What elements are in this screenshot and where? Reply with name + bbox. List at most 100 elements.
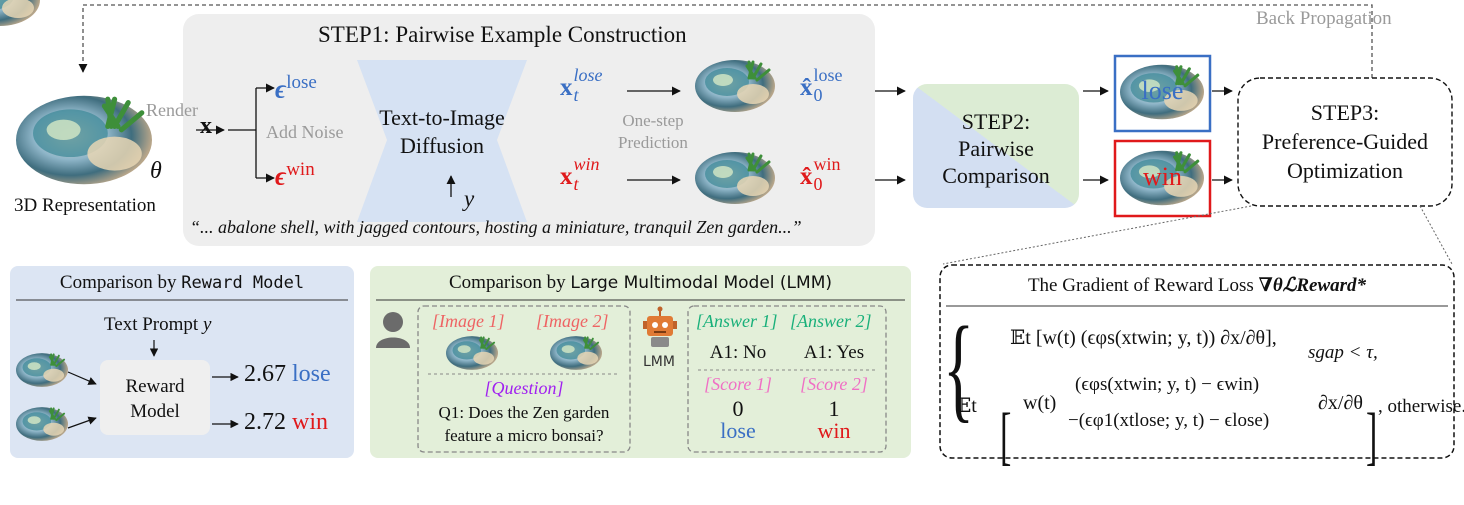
lmm-score2-value: 1	[828, 396, 840, 421]
theta-symbol: θ	[150, 158, 162, 184]
lmm-title-prefix: Comparison by	[449, 272, 566, 293]
step2-line1: STEP2:	[961, 109, 1031, 134]
lmm-answer1-tag: [Answer 1]	[696, 311, 778, 331]
lmm-image2-tag: [Image 2]	[536, 311, 609, 331]
back-propagation-label: Back Propagation	[1256, 8, 1392, 29]
x0-lose-sup: lose	[813, 65, 843, 85]
diffusion-label: Text-to-Image Diffusion	[367, 104, 517, 160]
reward-title-prefix: Comparison by	[59, 272, 177, 293]
win-tag: win	[1143, 162, 1182, 191]
representation-label: 3D Representation	[14, 195, 156, 216]
lmm-panel-title: Comparison by Large Multimodal Model (LM…	[370, 272, 911, 294]
reward-lose-value: 2.67	[244, 361, 286, 387]
lmm-question-line1: Q1: Does the Zen garden	[438, 403, 610, 422]
win-image-frame	[1113, 139, 1212, 218]
row1-condition: sgap < τ,	[1308, 342, 1378, 363]
gradient-panel-bg	[939, 264, 1455, 459]
step2-box	[913, 84, 1079, 208]
x0-lose: x̂ lose 0	[800, 65, 857, 105]
row2-derivative: ∂x/∂θ	[1318, 392, 1363, 414]
eps-win-symbol: ϵ	[275, 161, 287, 191]
lmm-score2-label: win	[817, 418, 851, 443]
lmm-title-name: Large Multimodal Model (LMM)	[570, 273, 832, 293]
x0-lose-sub: 0	[813, 85, 823, 105]
one-step-line2: Prediction	[618, 133, 688, 152]
row2-weight: w(t)	[1023, 392, 1057, 414]
xt-win-sub: t	[573, 174, 579, 194]
step1-title: STEP1: Pairwise Example Construction	[318, 22, 687, 47]
shell-lmm-image2	[549, 335, 603, 371]
x0-win-symbol: x̂	[800, 163, 813, 190]
xt-lose-symbol: x	[560, 74, 573, 101]
xt-win-sup: win	[573, 154, 600, 174]
eps-lose-sup: lose	[286, 72, 317, 93]
gradient-panel-title: The Gradient of Reward Loss ∇θℒReward*	[940, 274, 1454, 297]
lose-tag: lose	[1141, 76, 1184, 105]
lmm-question-text: Q1: Does the Zen garden feature a micro …	[418, 401, 630, 447]
xt-lose: x lose t	[560, 65, 617, 105]
lmm-score1-value: 0	[732, 396, 744, 421]
lmm-panel-bg	[370, 266, 911, 458]
xt-lose-sup: lose	[573, 65, 603, 85]
lmm-score1-label: lose	[720, 418, 756, 443]
render-label: Render	[146, 100, 198, 120]
shell-lmm-image1	[445, 335, 499, 371]
shell-reward-lose	[15, 352, 69, 388]
step3-line3: Optimization	[1286, 158, 1404, 183]
y-symbol: y	[464, 186, 475, 211]
x0-lose-symbol: x̂	[800, 74, 813, 101]
reward-win-score: 2.72 win	[244, 409, 328, 436]
shell-3d-representation	[16, 96, 152, 184]
x0-win: x̂ win 0	[800, 154, 857, 194]
lmm-question-line2: feature a micro bonsai?	[444, 426, 604, 445]
lmm-answer2-tag: [Answer 2]	[790, 311, 872, 331]
diffusion-shape	[357, 60, 527, 222]
lmm-answer2: A1: Yes	[803, 342, 865, 363]
lmm-question-box	[417, 305, 631, 453]
row1-expectation: 𝔼t	[1010, 327, 1031, 349]
row1-body: [w(t) (ϵφs(xtwin; y, t)) ∂x/∂θ],	[1035, 327, 1277, 349]
step3-box	[1237, 77, 1453, 207]
reward-model-line2: Model	[130, 401, 180, 422]
reward-panel-title: Comparison by Reward Model	[10, 272, 354, 294]
row2-top-term: (ϵφs(xtwin; y, t) − ϵwin)	[1075, 374, 1260, 395]
xt-win-symbol: x	[560, 163, 573, 190]
lmm-image1-tag: [Image 1]	[432, 311, 505, 331]
reward-model-line1: Reward	[125, 376, 185, 397]
step2-line2: Pairwise	[958, 136, 1034, 161]
text-prompt: “... abalone shell, with jagged contours…	[190, 217, 802, 237]
shell-x0-win	[693, 150, 777, 206]
xt-lose-sub: t	[573, 85, 579, 105]
gradient-title-text: The Gradient of Reward Loss	[1027, 275, 1254, 296]
one-step-line1: One-step	[622, 111, 684, 130]
step3-line2: Preference-Guided	[1261, 129, 1429, 154]
gradient-row1: 𝔼t [w(t) (ϵφs(xtwin; y, t)) ∂x/∂θ],	[1010, 325, 1277, 350]
back-propagation-path	[78, 4, 1373, 78]
row2-right-bracket: ]	[1366, 402, 1378, 473]
x0-win-sub: 0	[813, 174, 823, 194]
x0-win-sup: win	[813, 154, 841, 174]
x-symbol: x	[200, 113, 212, 139]
row2-bottom-term: −(ϵφ1(xtlose; y, t) − ϵlose)	[1068, 410, 1270, 431]
reward-win-label: win	[292, 409, 328, 435]
lmm-answer-box	[687, 305, 887, 453]
row2-left-bracket: [	[1000, 402, 1012, 473]
shell-reward-win	[15, 406, 69, 442]
reward-lose-label: lose	[292, 361, 331, 387]
lmm-score2-tag: [Score 2]	[800, 374, 868, 394]
step3-label: STEP3: Preference-Guided Optimization	[1238, 98, 1452, 185]
gradient-title-symbol: ∇θℒReward*	[1258, 275, 1367, 296]
reward-model-box	[100, 360, 210, 435]
lmm-score1: 0 lose	[692, 398, 784, 442]
shell-x0-lose	[693, 58, 777, 114]
diffusion-line1: Text-to-Image	[379, 105, 505, 130]
lmm-question-tag: [Question]	[484, 378, 564, 398]
lmm-answer1: A1: No	[709, 342, 767, 363]
lmm-label: LMM	[643, 354, 675, 370]
one-step-prediction-label: One-step Prediction	[608, 110, 698, 154]
step2-line3: Comparison	[942, 163, 1050, 188]
reward-title-name: Reward Model	[181, 273, 305, 293]
step2-label: STEP2: Pairwise Comparison	[913, 108, 1079, 189]
user-icon	[376, 312, 410, 348]
lmm-score2: 1 win	[786, 398, 882, 442]
